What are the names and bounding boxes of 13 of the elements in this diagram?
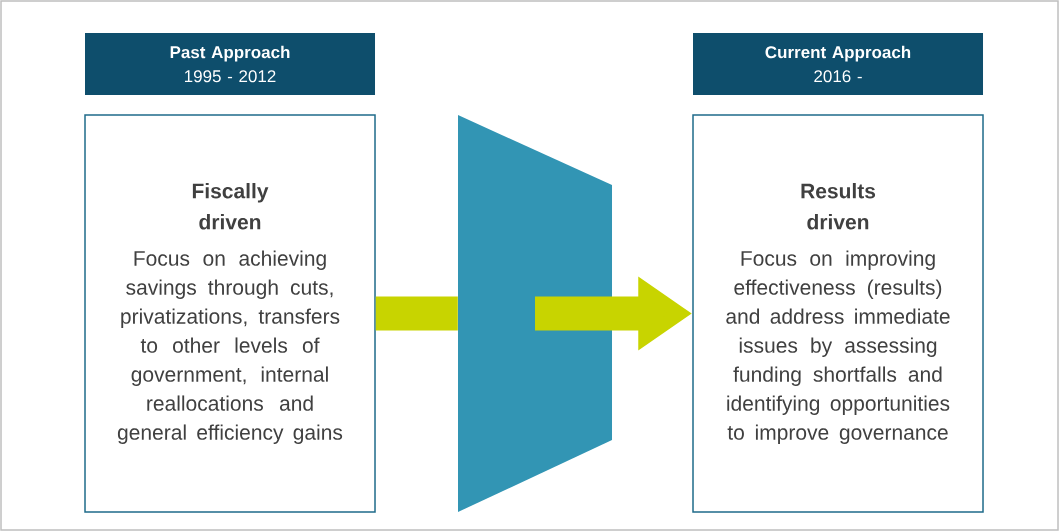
heading: Current Approach bbox=[765, 45, 911, 62]
date-range: 2016 - bbox=[814, 70, 862, 83]
body-text: Focus on achieving savings through cuts, privatizations, transfers to other levels of government, internal reallocations and general efficiency gains bbox=[117, 250, 343, 444]
header-band bbox=[85, 33, 375, 95]
text-box bbox=[84, 114, 376, 513]
body-text: Focus on improving effectiveness (results) and address immediate issues by assessing funding shortfalls and identifying opportunities to improve governance bbox=[726, 250, 950, 444]
heading: Results driven bbox=[801, 183, 876, 230]
heading: Fiscally driven bbox=[192, 183, 269, 230]
text-box bbox=[692, 114, 984, 513]
funnel-shape bbox=[458, 115, 612, 512]
header-band bbox=[693, 33, 983, 95]
date-range: 1995 - 2012 bbox=[185, 70, 276, 83]
heading: Past Approach bbox=[170, 45, 290, 62]
